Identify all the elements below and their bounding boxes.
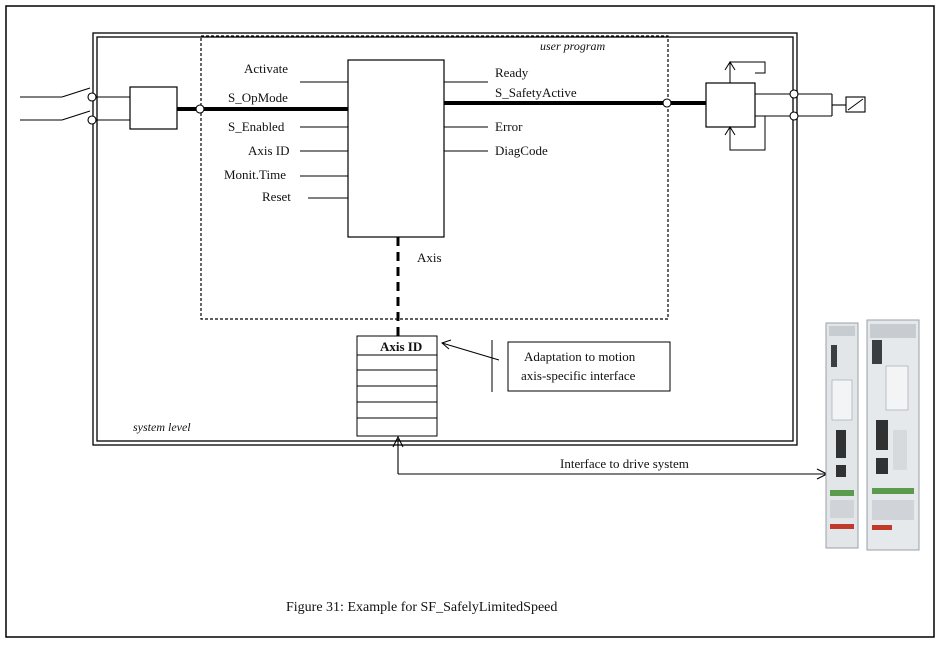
axis-id-table-header: Axis ID	[380, 339, 422, 354]
callout-line-1: Adaptation to motion	[524, 349, 636, 364]
input-label-s-enabled: S_Enabled	[228, 119, 285, 134]
input-label-s-opmode: S_OpMode	[228, 90, 288, 105]
input-label-activate: Activate	[244, 61, 288, 76]
output-label-ready: Ready	[495, 65, 529, 80]
system-level-label: system level	[133, 420, 191, 434]
drive-unit-icon	[826, 320, 919, 550]
right-contacts	[755, 90, 846, 120]
input-label-axis-id: Axis ID	[248, 143, 290, 158]
function-block	[348, 60, 444, 237]
axis-label: Axis	[417, 250, 442, 265]
coil-icon	[846, 97, 865, 112]
output-device-box	[706, 83, 755, 127]
output-label-s-safetyactive: S_SafetyActive	[495, 85, 577, 100]
input-device-box	[130, 87, 177, 129]
input-label-monit-time: Monit.Time	[224, 167, 286, 182]
user-program-label: user program	[540, 39, 606, 53]
callout-line-2: axis-specific interface	[521, 368, 636, 383]
output-stubs	[444, 82, 488, 151]
output-label-diagcode: DiagCode	[495, 143, 548, 158]
output-label-error: Error	[495, 119, 523, 134]
input-label-reset: Reset	[262, 189, 291, 204]
figure-caption: Figure 31: Example for SF_SafelyLimitedS…	[286, 600, 557, 615]
system-level-box	[93, 33, 797, 445]
interface-label: Interface to drive system	[560, 456, 689, 471]
left-switches	[20, 88, 130, 124]
input-stubs	[300, 82, 348, 198]
callout-arrow	[442, 340, 499, 360]
